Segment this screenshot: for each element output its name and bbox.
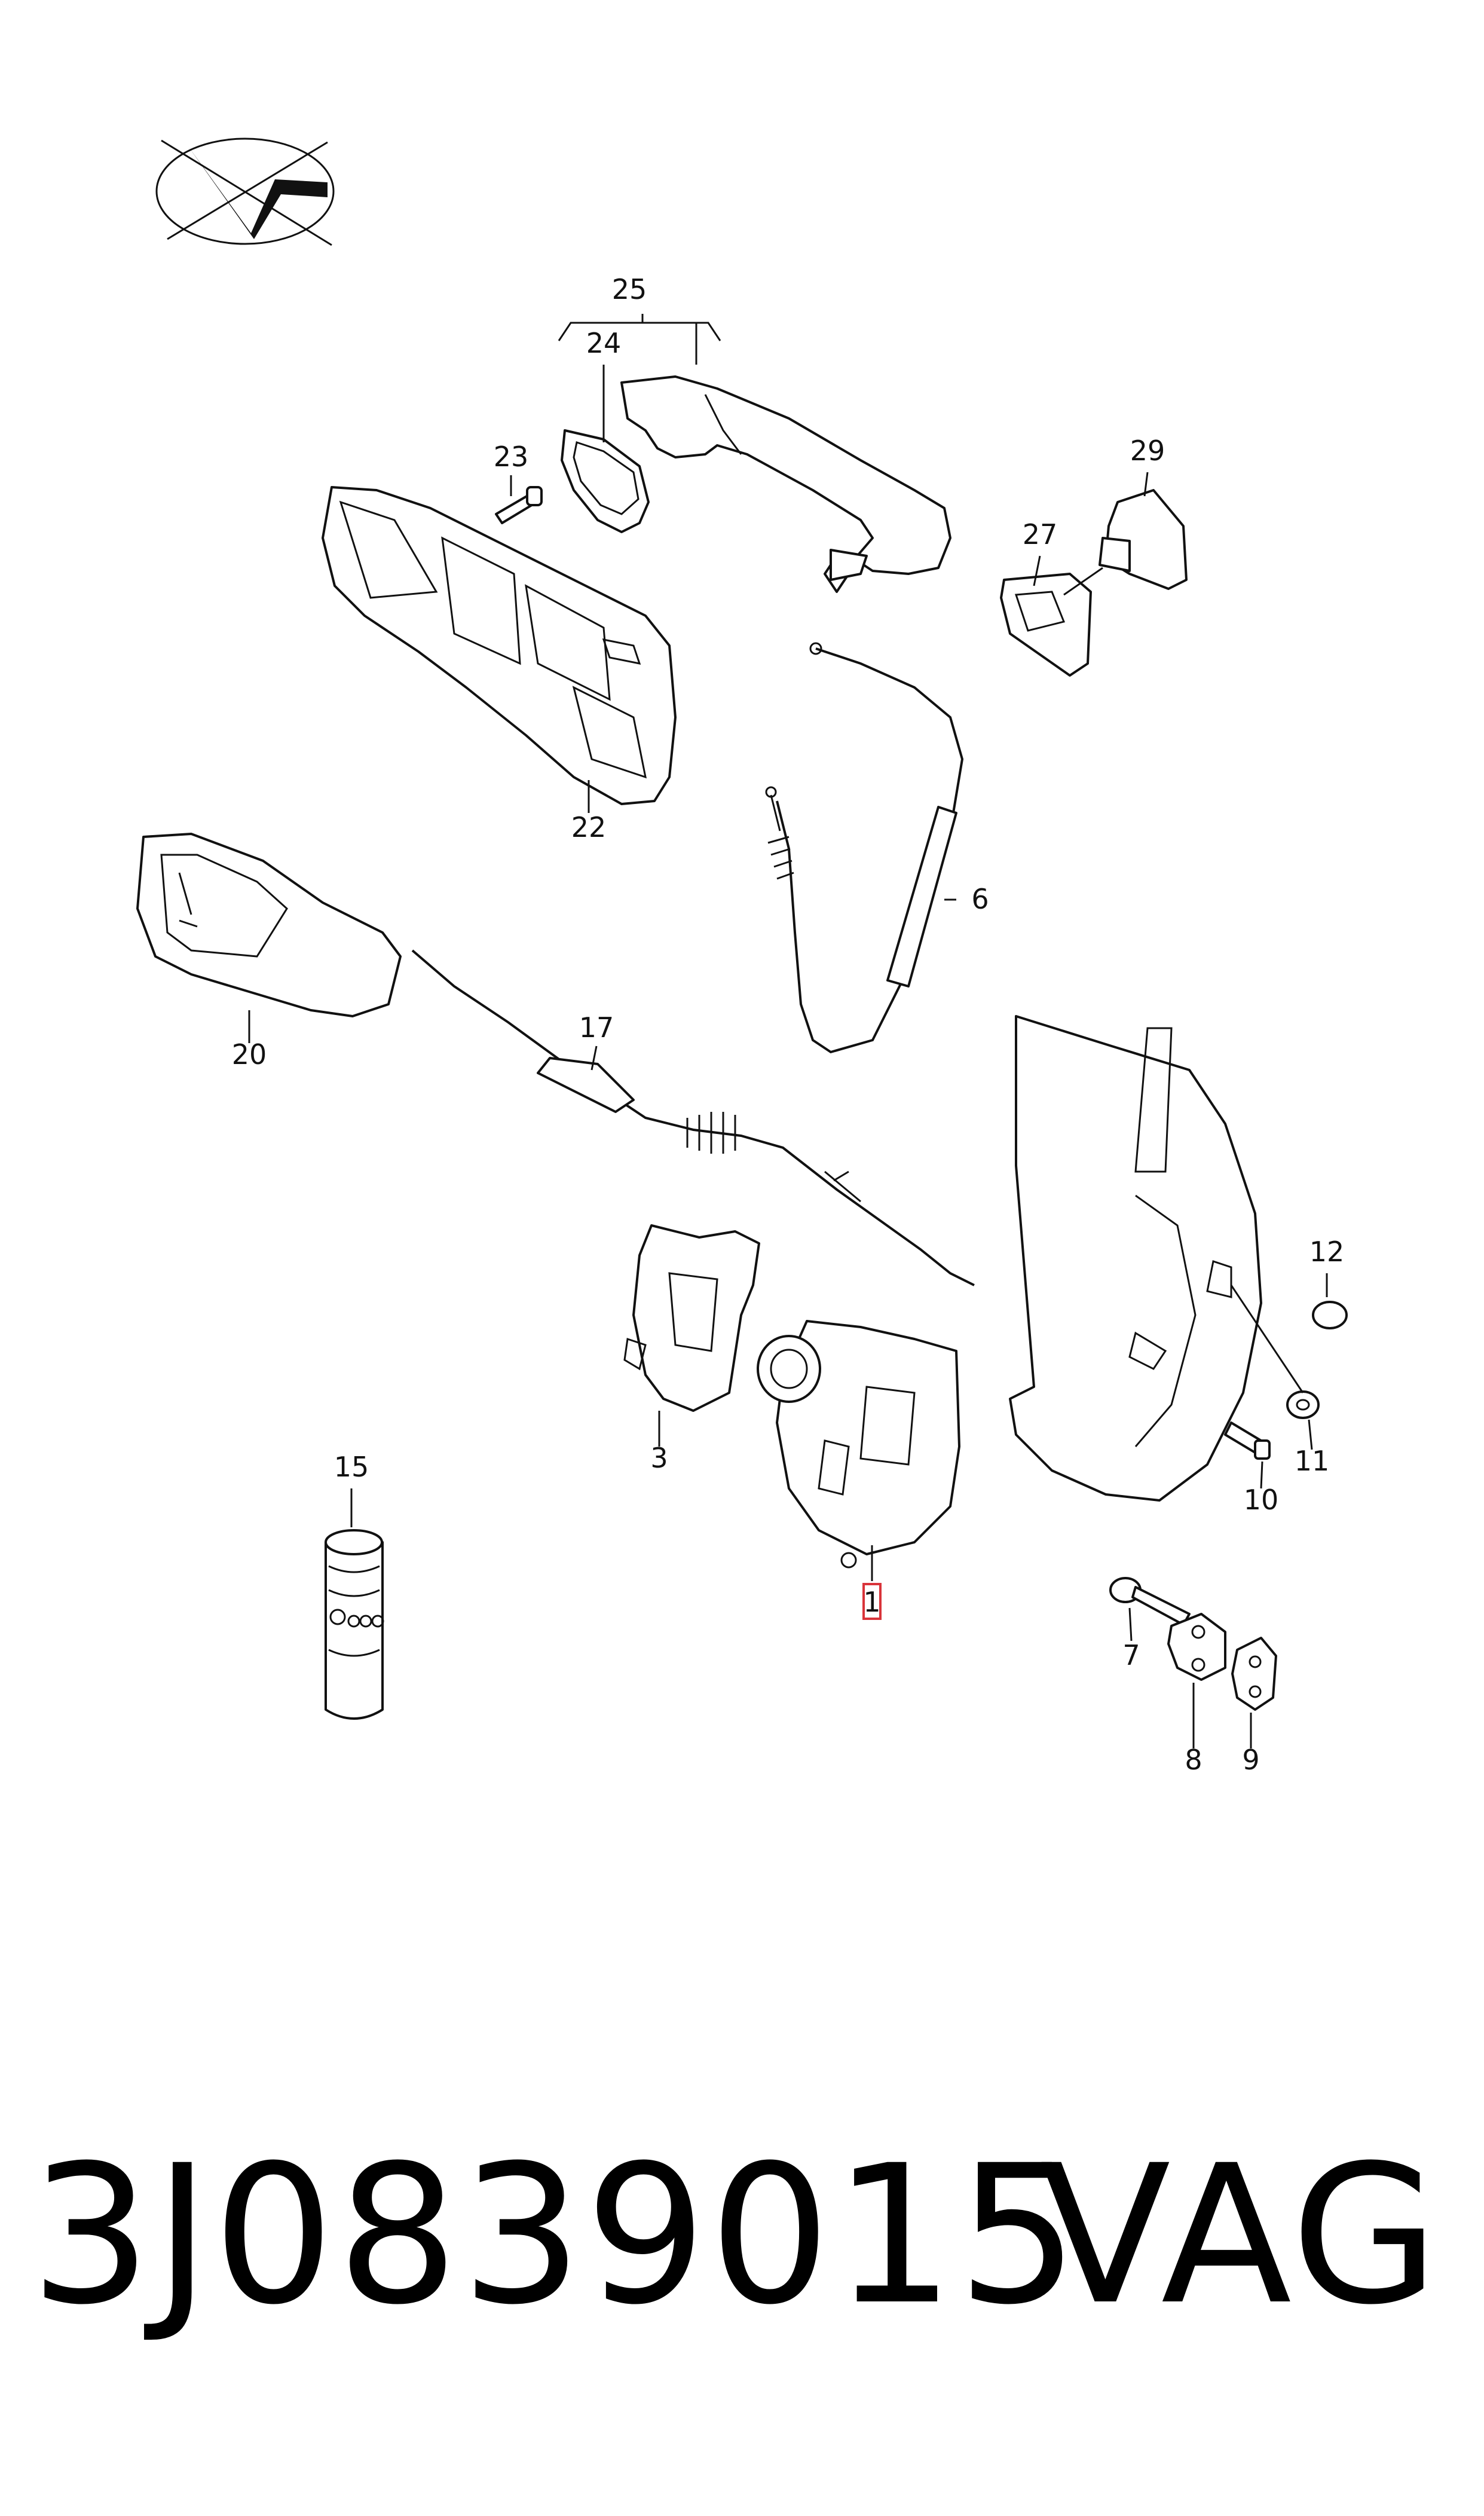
callout-12: 12	[1309, 1236, 1345, 1297]
callout-7: 7	[1122, 1607, 1140, 1671]
part-24-gasket	[561, 429, 650, 533]
callout-24: 24	[586, 327, 622, 442]
part-9-shim-plate	[1231, 1637, 1277, 1711]
callout-17: 17	[579, 1011, 614, 1071]
callout-1: 1	[862, 1545, 882, 1620]
brand-name: VAG	[1040, 2124, 1442, 2347]
svg-text:25: 25	[612, 273, 647, 305]
part-7-striker-bolt	[1109, 1577, 1191, 1626]
callout-10: 10	[1244, 1461, 1279, 1516]
svg-text:10: 10	[1244, 1484, 1279, 1516]
part-number: 3J0839015	[30, 2124, 1082, 2347]
callout-20: 20	[232, 1010, 267, 1071]
callout-6: 6	[944, 883, 989, 915]
svg-text:20: 20	[232, 1038, 267, 1071]
callout-22: 22	[571, 780, 607, 843]
part-29-end-cap	[1099, 489, 1188, 590]
part-6-release-cable	[765, 642, 964, 1054]
part-8-striker-plate	[1167, 1613, 1226, 1681]
svg-text:17: 17	[579, 1011, 614, 1044]
svg-text:6: 6	[971, 883, 989, 915]
svg-text:22: 22	[571, 811, 607, 843]
part-20-inner-handle	[136, 833, 402, 1017]
part-11-grommet	[1230, 1285, 1320, 1419]
svg-text:9: 9	[1242, 1744, 1259, 1776]
svg-text:11: 11	[1295, 1445, 1330, 1477]
svg-text:15: 15	[334, 1451, 369, 1483]
part-12-plug-cap	[1312, 1301, 1348, 1329]
door-frame-panel	[1009, 1015, 1262, 1502]
callout-11: 11	[1295, 1419, 1330, 1477]
direction-arrow-icon	[155, 137, 335, 246]
svg-text:1: 1	[863, 1586, 880, 1618]
part-27-cap-insert	[1000, 573, 1092, 677]
svg-text:12: 12	[1309, 1236, 1345, 1268]
part-15-spray-can	[325, 1529, 384, 1720]
part-23-screw	[495, 486, 543, 524]
part-22-carrier-bracket	[322, 486, 677, 805]
part-17-inner-cable	[411, 949, 975, 1286]
callout-23: 23	[494, 441, 529, 496]
svg-text:23: 23	[494, 441, 529, 473]
callout-27: 27	[1023, 518, 1058, 586]
svg-text:27: 27	[1023, 518, 1058, 551]
svg-text:3: 3	[650, 1442, 668, 1474]
svg-text:29: 29	[1130, 435, 1165, 467]
part-10-bolt	[1224, 1421, 1271, 1460]
callout-9: 9	[1242, 1713, 1260, 1776]
svg-text:8: 8	[1185, 1744, 1202, 1776]
svg-text:7: 7	[1122, 1639, 1140, 1671]
callout-8: 8	[1185, 1683, 1203, 1776]
part-1-door-lock	[757, 1320, 960, 1569]
callout-15: 15	[334, 1451, 369, 1527]
part-25-outer-handle	[620, 375, 951, 593]
callout-25: 25	[558, 273, 721, 365]
part-3-lock-cover	[623, 1224, 760, 1412]
svg-text:24: 24	[586, 327, 622, 359]
callout-29: 29	[1063, 435, 1165, 596]
callout-3: 3	[650, 1411, 668, 1474]
